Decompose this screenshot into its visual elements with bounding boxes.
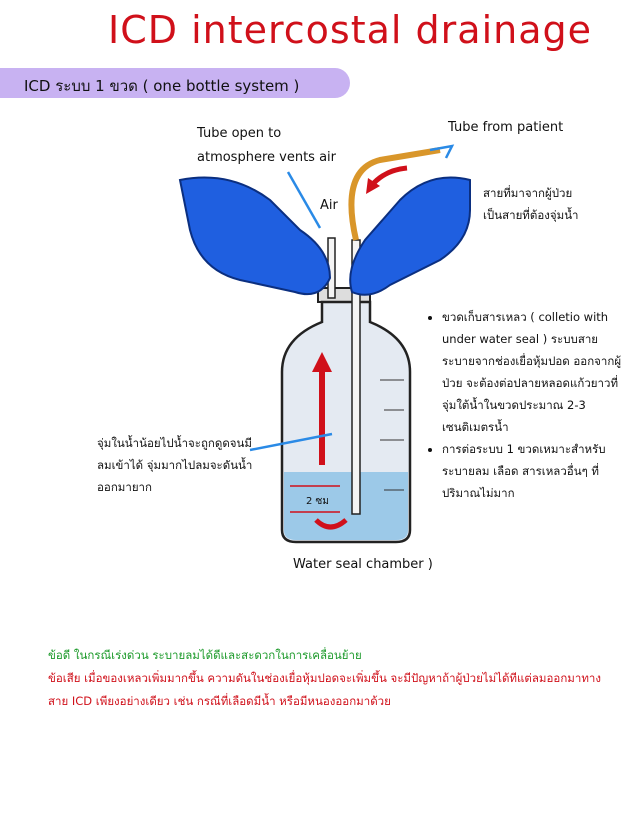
note-line: ออกมายาก [97, 480, 152, 494]
vent-pointer-icon [286, 171, 322, 229]
right-glove [349, 176, 471, 296]
depth-pointer-icon [249, 432, 333, 452]
page-title: ICD intercostal drainage [107, 8, 592, 52]
pros-text: ข้อดี ในกรณีเร่งด่วน ระบายลมได้ดีและสะดว… [48, 648, 362, 662]
air-label: Air [320, 198, 338, 213]
section-pill-label: ICD ระบบ 1 ขวด ( one bottle system ) [24, 77, 300, 95]
bullet-item: การต่อระบบ 1 ขวดเหมาะสำหรับระบายลม เลือด… [442, 438, 628, 504]
pros-cons: ข้อดี ในกรณีเร่งด่วน ระบายลมได้ดีและสะดว… [48, 644, 628, 713]
cons-text: ข้อเสีย เมื่อของเหลวเพิ่มมากขึ้น ความดัน… [48, 671, 601, 685]
bottle [280, 237, 412, 544]
vent-tube-label: Tube open to atmosphere vents air [197, 122, 336, 170]
left-glove [178, 176, 332, 296]
patient-tube-note: สายที่มาจากผู้ป่วย เป็นสายที่ต้องจุ่มน้ำ [483, 182, 579, 226]
vent-label-line: atmosphere vents air [197, 150, 336, 165]
depth-note: จุ่มในน้ำน้อยไปน้ำจะถูกดูดจนมี ลมเข้าได้… [97, 432, 252, 498]
patient-tube-label: Tube from patient [448, 120, 564, 135]
note-line: เป็นสายที่ต้องจุ่มน้ำ [483, 208, 579, 222]
flow-arrow-icon [370, 165, 408, 187]
patient-pointer-icon [429, 144, 455, 159]
note-line: ลมเข้าได้ จุ่มมากไปลมจะดันน้ำ [97, 458, 253, 472]
water-seal-label: Water seal chamber ) [293, 557, 433, 572]
note-line: จุ่มในน้ำน้อยไปน้ำจะถูกดูดจนมี [97, 436, 252, 450]
cons-text: สาย ICD เพียงอย่างเดียว เช่น กรณีที่เลือ… [48, 694, 391, 708]
water [284, 472, 408, 540]
bubble-arrow-icon [314, 518, 348, 530]
bullet-list: ขวดเก็บสารเหลว ( colletio with under wat… [418, 306, 628, 504]
section-pill: ICD ระบบ 1 ขวด ( one bottle system ) [0, 68, 350, 98]
vent-label-line: Tube open to [197, 126, 282, 141]
depth-mark: 2 ซม [306, 496, 329, 507]
patient-tube [348, 147, 441, 241]
note-line: สายที่มาจากผู้ป่วย [483, 186, 573, 200]
bullet-item: ขวดเก็บสารเหลว ( colletio with under wat… [442, 306, 628, 438]
